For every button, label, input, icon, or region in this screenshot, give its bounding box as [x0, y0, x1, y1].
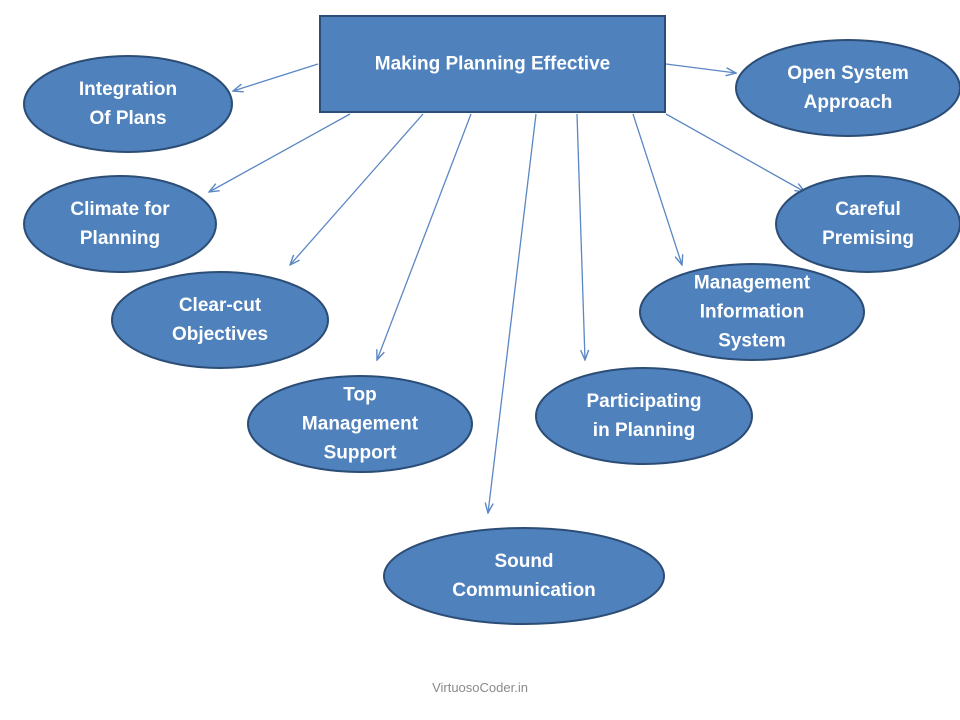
node-label-line: Objectives	[172, 324, 268, 345]
arrow-to-integration-of-plans	[233, 63, 319, 91]
arrow-to-participating-in-planning	[576, 113, 585, 360]
node-label-line: Planning	[80, 228, 160, 249]
arrow-to-management-information-system	[632, 113, 682, 265]
node-ellipse	[735, 39, 960, 137]
node-ellipse	[383, 527, 665, 625]
arrow-to-clear-cut-objectives	[290, 113, 424, 265]
node-label-line: Open System	[787, 63, 908, 84]
node-label-line: Making Planning Effective	[375, 54, 610, 75]
center-node: Making Planning Effective	[319, 15, 666, 113]
node-label-line: Approach	[804, 92, 893, 113]
arrow-to-open-system-approach	[665, 63, 736, 73]
footer-watermark: VirtuosoCoder.in	[432, 680, 528, 695]
arrow-to-top-management-support	[377, 113, 472, 360]
node-ellipse	[535, 367, 753, 465]
arrows-layer	[209, 63, 805, 513]
node-ellipse	[247, 375, 473, 473]
node-participating-in-planning: Participating in Planning	[535, 367, 753, 465]
node-ellipse	[111, 271, 329, 369]
node-label-line: Of Plans	[89, 108, 166, 129]
node-label-line: Integration	[79, 79, 177, 100]
node-label-line: Management	[302, 414, 419, 435]
node-label-line: Support	[324, 443, 397, 464]
node-integration-of-plans: Integration Of Plans	[23, 55, 233, 153]
node-label-line: Premising	[822, 228, 914, 249]
node-label-line: System	[718, 331, 786, 352]
node-label-line: Climate for	[70, 199, 170, 220]
node-label-line: Participating	[586, 391, 701, 412]
arrow-to-careful-premising	[665, 113, 805, 192]
node-ellipse	[23, 55, 233, 153]
node-label-line: in Planning	[593, 420, 695, 441]
node-ellipse	[639, 263, 865, 361]
center-box	[319, 15, 666, 113]
node-label-line: Communication	[452, 580, 596, 601]
node-ellipse	[775, 175, 960, 273]
node-label-line: Information	[700, 302, 805, 323]
node-ellipse	[23, 175, 217, 273]
node-label-line: Clear-cut	[179, 295, 262, 316]
node-label-line: Sound	[494, 551, 553, 572]
arrow-to-climate-for-planning	[209, 113, 351, 192]
node-label-line: Management	[694, 273, 811, 294]
node-label-line: Top	[343, 385, 376, 406]
node-label-line: Careful	[835, 199, 900, 220]
arrow-to-sound-communication	[488, 113, 537, 513]
